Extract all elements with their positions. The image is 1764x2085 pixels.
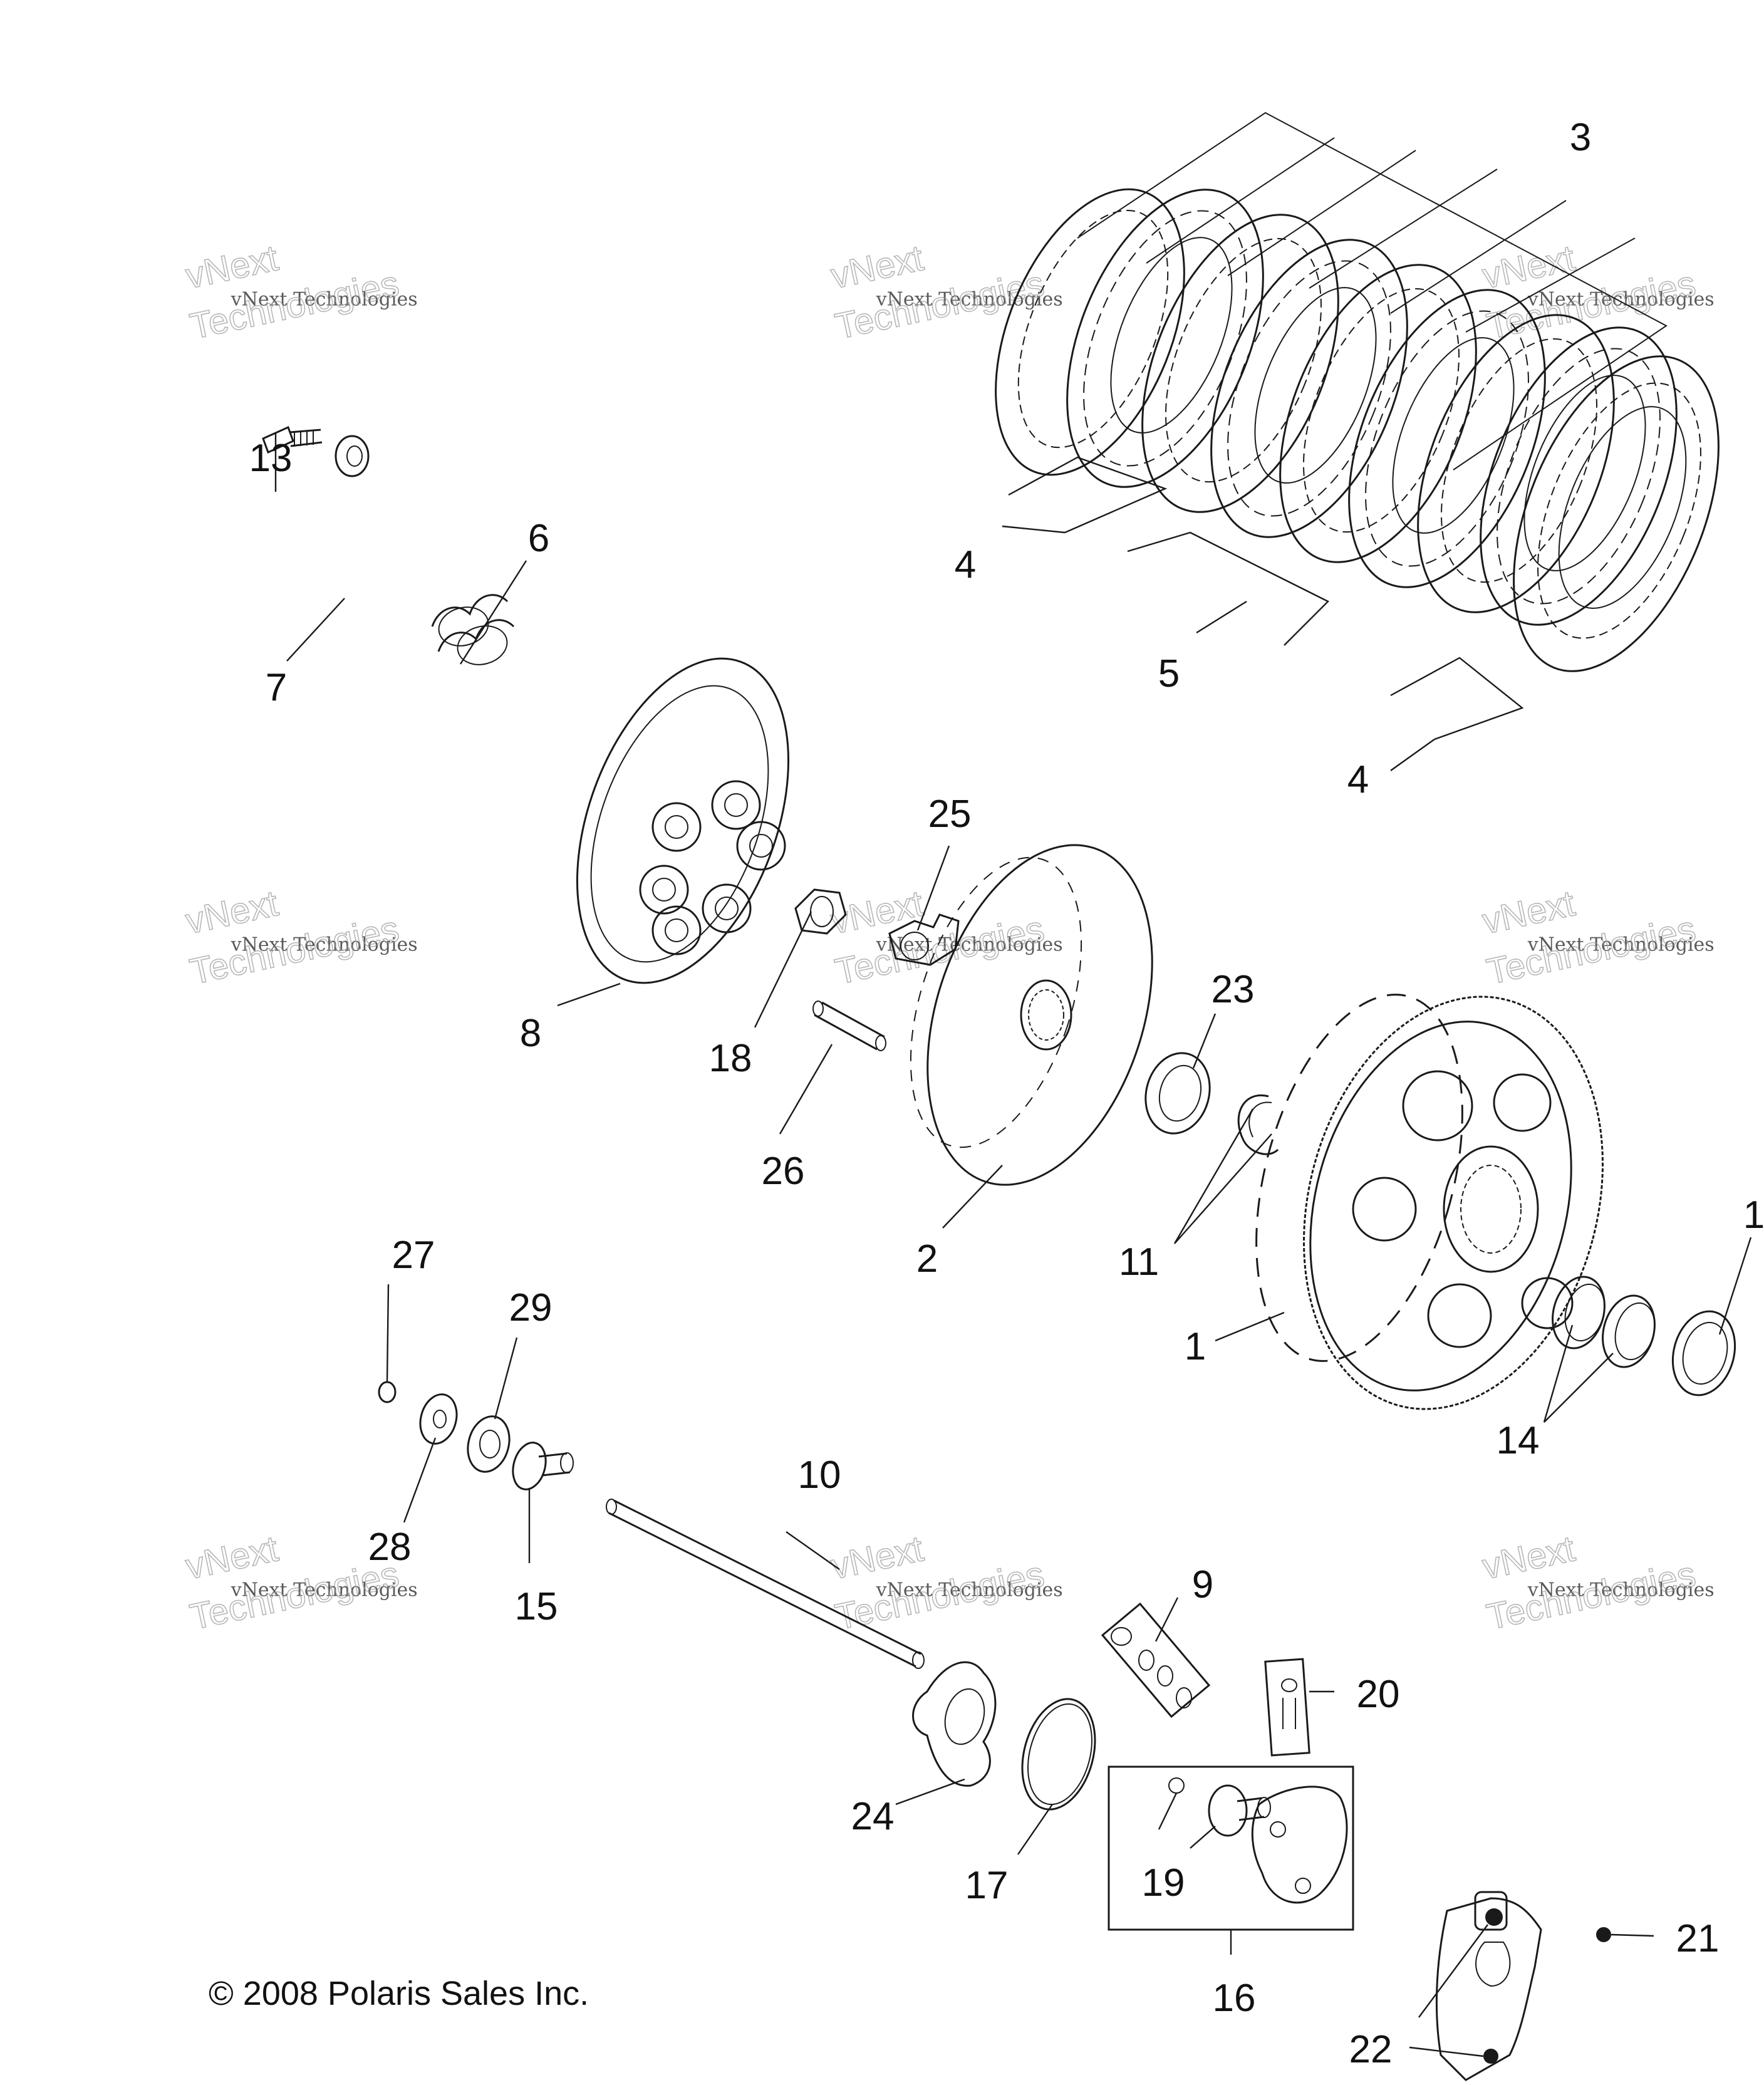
svg-text:vNext: vNext: [1479, 883, 1579, 942]
callout-25: 25: [928, 793, 972, 836]
svg-text:vNext Technologies: vNext Technologies: [1527, 1579, 1715, 1601]
callout-18: 18: [709, 1037, 752, 1080]
bleeder-valve-kit: [1264, 1658, 1310, 1757]
bolt: [262, 425, 323, 454]
watermark-low-left: vNext vNext Technologies Technologies: [182, 1527, 418, 1638]
clutch-disc-7: [1417, 314, 1615, 613]
callout-4a: 4: [955, 543, 976, 586]
callout-3: 3: [1570, 116, 1591, 159]
callout-28: 28: [368, 1526, 412, 1569]
clutch-disc-3: [1141, 214, 1339, 513]
nut: [335, 435, 370, 477]
svg-text:vNext: vNext: [828, 1528, 927, 1587]
callout-labels: 13 7 6 3 4 5 4 25 8 18 23 26 2 11 1 1 14…: [249, 116, 1764, 2071]
clutch-disc-6: [1348, 289, 1546, 588]
o-ring-small: [378, 1381, 397, 1403]
clutch-disc-8: [1480, 326, 1678, 626]
watermark-low-center: vNext vNext Technologies Technologies: [827, 1527, 1063, 1638]
release-bearing: [512, 1442, 574, 1490]
callout-26: 26: [762, 1150, 805, 1193]
callout-4b: 4: [1347, 758, 1369, 801]
pushrod: [606, 1499, 925, 1669]
svg-text:vNext Technologies: vNext Technologies: [876, 1579, 1063, 1601]
callout-15: 15: [515, 1585, 558, 1628]
gasket: [912, 1661, 997, 1787]
clutch-disc-9: [1513, 355, 1720, 672]
copyright-notice: © 2008 Polaris Sales Inc.: [209, 1975, 589, 2012]
svg-text:vNext Technologies: vNext Technologies: [231, 1579, 418, 1601]
pin: [812, 1001, 886, 1051]
thrust-washer: [1144, 1052, 1211, 1135]
callout-19: 19: [1142, 1861, 1185, 1905]
callout-27: 27: [392, 1234, 435, 1277]
callout-21: 21: [1676, 1917, 1720, 1960]
callout-8: 8: [520, 1012, 541, 1055]
callout-13: 13: [249, 437, 293, 480]
thrust-washer-end: [1671, 1310, 1736, 1396]
callout-7: 7: [266, 666, 287, 709]
svg-text:vNext: vNext: [182, 237, 282, 296]
clutch-hub: [910, 844, 1153, 1186]
callout-9: 9: [1192, 1563, 1213, 1606]
svg-text:vNext Technologies: vNext Technologies: [1527, 289, 1715, 311]
callout-14: 14: [1497, 1419, 1540, 1462]
callout-1b: 1: [1743, 1193, 1764, 1237]
leader-lines: [274, 432, 1752, 2057]
clutch-disc-2: [1066, 189, 1264, 488]
flat-washer: [419, 1393, 458, 1445]
svg-text:vNext: vNext: [182, 1528, 282, 1587]
slave-cylinder-kit: [1108, 1765, 1354, 1931]
callout-17: 17: [965, 1864, 1009, 1907]
watermark-top-right: vNext vNext Technologies Technologies: [1478, 237, 1715, 347]
callout-1: 1: [1185, 1325, 1206, 1368]
o-ring: [1021, 1698, 1096, 1811]
watermark-mid-left: vNext vNext Technologies Technologies: [182, 882, 418, 992]
svg-text:vNext: vNext: [828, 237, 927, 296]
clutch-plate-stack: [995, 112, 1720, 771]
callout-20: 20: [1357, 1673, 1400, 1716]
watermark-top-center: vNext vNext Technologies Technologies: [827, 237, 1063, 347]
svg-text:vNext Technologies: vNext Technologies: [231, 289, 418, 311]
watermark-low-right: vNext vNext Technologies Technologies: [1478, 1527, 1715, 1638]
clutch-cover-housing: [1435, 1891, 1611, 2081]
bushing-pair: [1552, 1276, 1656, 1368]
svg-text:vNext Technologies: vNext Technologies: [1527, 934, 1715, 956]
callout-5: 5: [1158, 652, 1180, 695]
callout-22: 22: [1349, 2028, 1393, 2071]
clutch-basket-gear: [1255, 994, 1604, 1410]
callout-11: 11: [1119, 1240, 1159, 1284]
watermark-mid-right: vNext vNext Technologies Technologies: [1478, 882, 1715, 992]
watermark-mid-center: vNext vNext Technologies Technologies: [827, 882, 1063, 992]
spring: [431, 594, 515, 665]
pressure-plate: [576, 657, 790, 984]
bleeder-kit: [1101, 1602, 1211, 1718]
svg-text:vNext: vNext: [1479, 1528, 1579, 1587]
clutch-disc-1: [995, 188, 1185, 476]
callout-6: 6: [528, 517, 549, 560]
callout-16: 16: [1213, 1977, 1256, 2020]
callout-10: 10: [798, 1453, 841, 1497]
clutch-disc-5: [1279, 264, 1477, 563]
watermark-top-left: vNext vNext Technologies Technologies: [182, 237, 418, 347]
clutch-disc-4: [1210, 239, 1408, 538]
svg-text:vNext: vNext: [182, 883, 282, 942]
svg-text:vNext Technologies: vNext Technologies: [876, 289, 1063, 311]
callout-23: 23: [1211, 968, 1255, 1011]
callout-24: 24: [851, 1795, 895, 1838]
seal-washer: [467, 1415, 511, 1473]
svg-text:vNext Technologies: vNext Technologies: [231, 934, 418, 956]
callout-29: 29: [509, 1286, 553, 1329]
callout-2: 2: [916, 1237, 938, 1281]
svg-text:vNext Technologies: vNext Technologies: [876, 934, 1063, 956]
